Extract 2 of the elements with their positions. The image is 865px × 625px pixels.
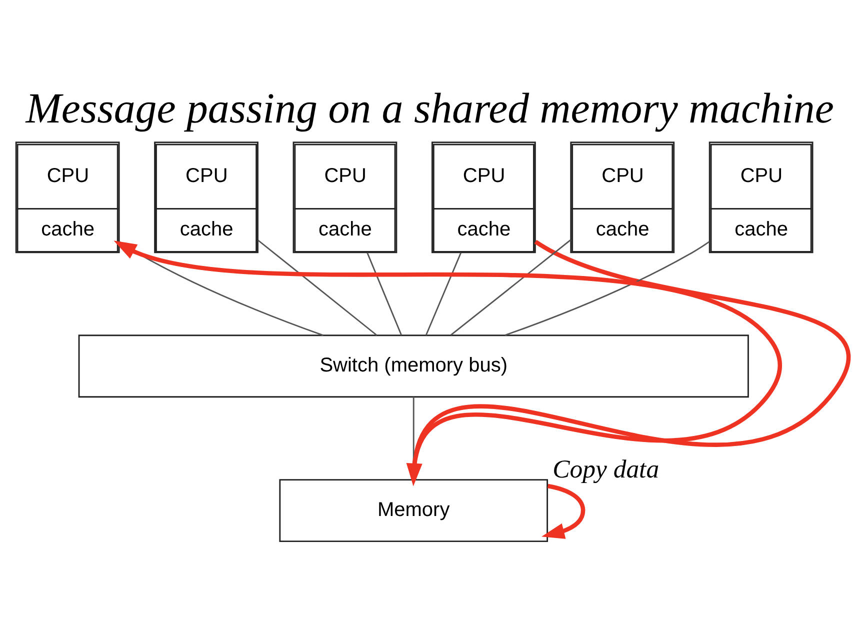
edge-label: Copy data xyxy=(552,454,660,484)
diagram-title: Message passing on a shared memory machine xyxy=(26,85,834,132)
